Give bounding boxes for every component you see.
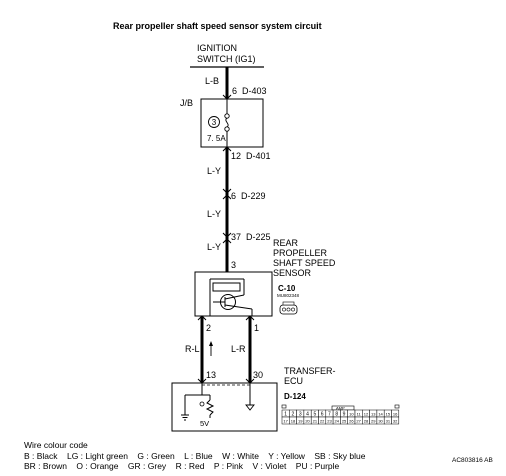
ecu-connector-latch-right: [394, 404, 400, 409]
connector-pin-number: 27: [356, 418, 361, 423]
ecu-pin-left: 13: [206, 370, 216, 380]
connector-pin-number: 5: [313, 411, 316, 417]
connector-d225-name: D-225: [246, 232, 271, 242]
connector-pin-number: 17: [283, 418, 288, 423]
sensor-connector-pin-1: [282, 307, 286, 312]
connector-pin-number: 23: [327, 418, 332, 423]
fuse-terminal-bottom: [224, 126, 230, 132]
connector-d229-pin: 6: [231, 191, 236, 201]
connector-pin-number: 29: [371, 418, 376, 423]
connector-pin-number: 1: [284, 411, 287, 417]
connector-d401-name: D-401: [246, 151, 271, 161]
ecu-connector-amp-label: AMP: [336, 406, 345, 411]
connector-pin-number: 15: [386, 411, 391, 416]
sensor-pin-left: 2: [206, 323, 211, 333]
fuse-number: 3: [212, 118, 217, 127]
sensor-pin-power: 3: [231, 260, 236, 270]
connector-pin-number: 31: [386, 418, 391, 423]
connector-pin-number: 30: [378, 418, 383, 423]
sensor-label-2: PROPELLER: [273, 248, 328, 258]
signal-direction-arrowhead: [209, 341, 213, 346]
sensor-connector-part: MU802348: [277, 293, 300, 298]
voltage-source-node: [199, 401, 205, 407]
diagram-title: Rear propeller shaft speed sensor system…: [113, 21, 322, 31]
connector-pin-number: 20: [305, 418, 310, 423]
fuse-icon: [225, 117, 229, 128]
connector-pin-number: 22: [320, 418, 325, 423]
connector-pin-number: 28: [364, 418, 369, 423]
sensor-label-3: SHAFT SPEED: [273, 258, 336, 268]
connector-pin-number: 8: [335, 411, 338, 417]
connector-pin-number: 12: [364, 411, 369, 416]
ecu-label-2: ECU: [284, 376, 303, 386]
connector-pin-number: 3: [299, 411, 302, 417]
connector-pin-number: 16: [393, 411, 398, 416]
connector-d225-mark-top: [222, 232, 232, 238]
ignition-switch-label-2: SWITCH (IG1): [197, 54, 256, 64]
figure-code: AC803816 AB: [452, 457, 493, 464]
fuse-rating: 7. 5A: [207, 134, 226, 143]
connector-pin-number: 19: [298, 418, 303, 423]
connector-pin-number: 13: [371, 411, 376, 416]
wire-ly-label-1: L-Y: [207, 166, 221, 176]
connector-d401-pin: 12: [231, 151, 241, 161]
ground-icon: [245, 404, 255, 411]
connector-d403-pin: 6: [232, 86, 237, 96]
connector-d229-name: D-229: [241, 191, 266, 201]
connector-d229-mark-top: [222, 188, 232, 194]
wire-ly-label-2: L-Y: [207, 209, 221, 219]
junction-block-box: [200, 98, 264, 148]
connector-d403-name: D-403: [242, 86, 267, 96]
connector-pin-number: 14: [378, 411, 383, 416]
sensor-label-1: REAR: [273, 238, 299, 248]
wire-rl-label: R-L: [185, 344, 200, 354]
sensor-box: [194, 271, 273, 317]
connector-pin-number: 32: [393, 418, 398, 423]
ecu-label-1: TRANSFER-: [284, 366, 336, 376]
ecu-pin-right: 30: [253, 370, 263, 380]
connector-d225-mark-bottom: [222, 238, 232, 244]
connector-pin-number: 21: [313, 418, 318, 423]
wire-ly-label-3: L-Y: [207, 242, 221, 252]
ignition-switch-label-1: IGNITION: [197, 43, 237, 53]
sensor-connector-name: C-10: [278, 284, 296, 293]
wire-colour-legend-row-2: BR : Brown O : Orange GR : Grey R : Red …: [24, 461, 340, 471]
transistor-collector: [224, 294, 245, 300]
sensor-connector-pin-2: [286, 307, 291, 312]
wire-colour-legend-row-1: B : Black LG : Light green G : Green L :…: [24, 451, 366, 461]
ecu-connector-latch-left: [281, 404, 287, 409]
connector-pin-number: 6: [321, 411, 324, 417]
connector-pin-number: 9: [343, 411, 346, 417]
sensor-connector-pin-3: [291, 307, 295, 312]
ecu-voltage: 5V: [200, 419, 209, 428]
connector-pin-number: 7: [328, 411, 331, 417]
wire-lr-label: L-R: [231, 344, 246, 354]
sensor-label-4: SENSOR: [273, 268, 312, 278]
ecu-connector-name: D-124: [284, 392, 306, 401]
ecu-box: [171, 382, 278, 432]
connector-d225-pin: 37: [231, 232, 241, 242]
connector-pin-number: 4: [306, 411, 309, 417]
sensor-connector-tab: [282, 301, 295, 306]
connector-pin-number: 11: [357, 411, 362, 416]
wire-colour-legend-heading: Wire colour code: [24, 440, 88, 450]
connector-pin-number: 18: [291, 418, 296, 423]
connector-pin-number: 10: [349, 411, 354, 416]
connector-pin-number: 2: [292, 411, 295, 417]
connector-pin-number: 25: [342, 418, 347, 423]
connector-pin-number: 24: [335, 418, 340, 423]
hall-element-icon: [212, 282, 241, 292]
connector-d229-mark-bottom: [222, 194, 232, 200]
transistor-emitter: [224, 304, 253, 310]
wire-lb-label: L-B: [205, 76, 219, 86]
resistor-icon: [205, 399, 215, 416]
fuse-number-circle: [208, 116, 220, 128]
fuse-terminal-top: [224, 113, 230, 119]
junction-block-label: J/B: [180, 98, 193, 108]
connector-pin-cell: [391, 416, 400, 425]
connector-pin-number: 26: [349, 418, 354, 423]
sensor-pin-right: 1: [254, 323, 259, 333]
